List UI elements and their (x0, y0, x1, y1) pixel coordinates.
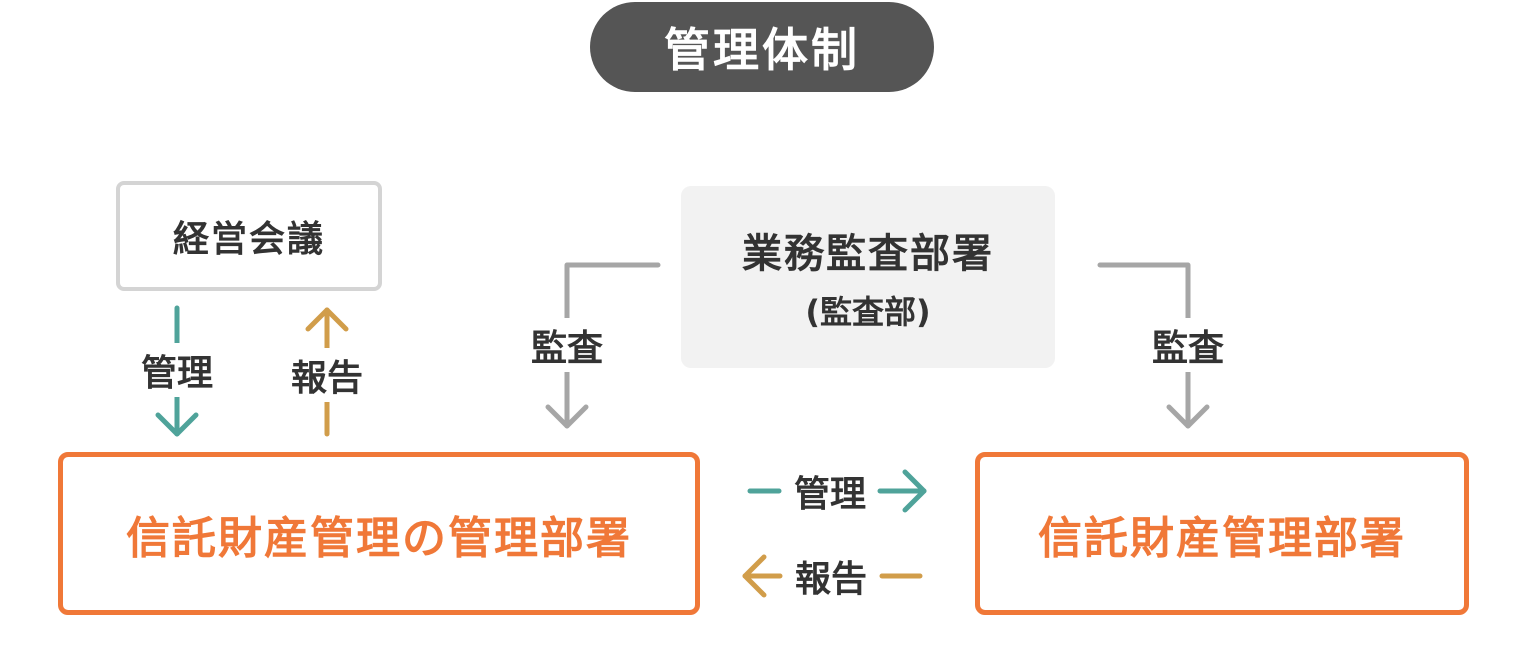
label-mgmt-to-admin: 管理 (793, 474, 866, 515)
audit-department-box: 業務監査部署 (監査部) (681, 186, 1055, 368)
label-exec-to-mgmt: 管理 (127, 343, 227, 397)
audit-department-abbr: (監査部) (805, 293, 931, 331)
trust-admin-management-box: 信託財産管理の管理部署 (58, 452, 700, 615)
executive-meeting-box: 経営会議 (116, 181, 382, 291)
arrow-audit-left (545, 262, 661, 429)
label-audit-right: 監査 (1138, 318, 1238, 372)
arrow-audit-right (1097, 262, 1210, 429)
audit-department-name: 業務監査部署 (742, 231, 994, 277)
label-audit-left: 監査 (517, 318, 617, 372)
label-mgmt-to-exec: 報告 (277, 348, 377, 402)
label-admin-to-mgmt: 報告 (794, 559, 867, 600)
arrow-mgmt-to-admin (747, 469, 927, 513)
arrow-admin-to-mgmt (742, 554, 923, 598)
title-pill: 管理体制 (590, 2, 934, 92)
trust-admin-box: 信託財産管理部署 (975, 452, 1469, 615)
